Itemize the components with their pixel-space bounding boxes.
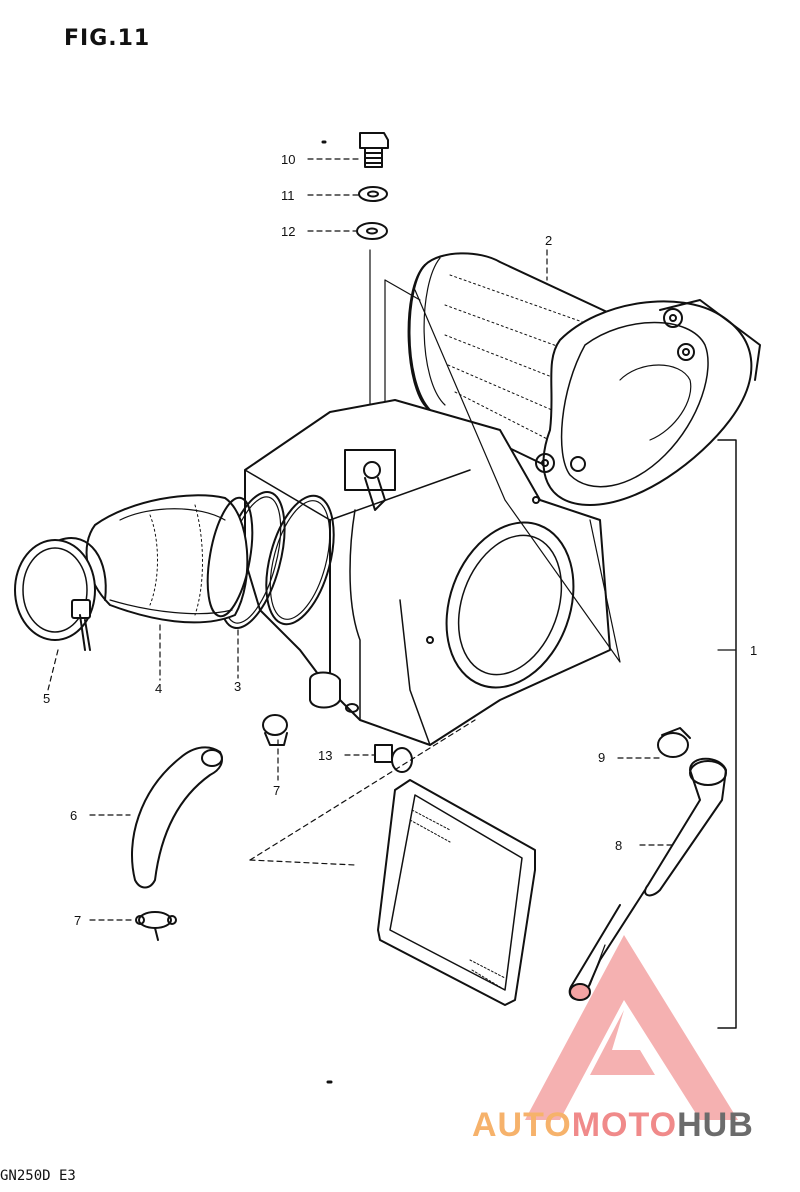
callout-13: 13 [318,748,332,763]
callout-2: 2 [545,233,552,248]
watermark-moto: MOTO [571,1106,678,1144]
figure-title: FIG.11 [64,26,151,51]
watermark-logo [525,935,738,1120]
watermark-hub: HUB [677,1106,754,1144]
leader-lines [47,158,736,921]
part-clip-9 [657,727,691,758]
callout-12: 12 [281,224,295,239]
watermark-text: AUTOMOTOHUB [472,1106,754,1145]
part-hose-clip-7b [135,911,177,941]
bottom-marks [321,140,333,1084]
callout-5: 5 [43,691,50,706]
watermark-auto: AUTO [472,1106,572,1144]
callout-7a: 7 [273,783,280,798]
part-screw-13 [374,744,413,773]
callout-11: 11 [281,188,295,203]
model-code: GN250D E3 [0,1168,76,1184]
assembly-bracket-1 [717,439,737,1029]
part-drain-hose-6 [131,746,223,889]
part-lock-washer-11 [358,186,388,202]
callout-labels: 10 11 12 2 1 5 4 3 7 13 9 6 8 7 [43,152,757,928]
part-breather-hose-8 [568,757,727,1001]
part-washer-12 [356,222,388,240]
part-air-cleaner-box-1 [244,279,621,746]
part-filter-element-2 [407,252,761,506]
callout-10: 10 [281,152,295,167]
callout-8: 8 [615,838,622,853]
callout-4: 4 [155,681,162,696]
part-clamp-band-5 [14,537,107,651]
callout-9: 9 [598,750,605,765]
callout-6: 6 [70,808,77,823]
callout-7b: 7 [74,913,81,928]
part-hose-clip-7a [262,714,288,746]
part-bolt-10 [359,132,389,168]
part-screen-plate [249,719,536,1006]
part-intake-tube-4 [85,494,254,624]
callout-1: 1 [750,643,757,658]
callout-3: 3 [234,679,241,694]
